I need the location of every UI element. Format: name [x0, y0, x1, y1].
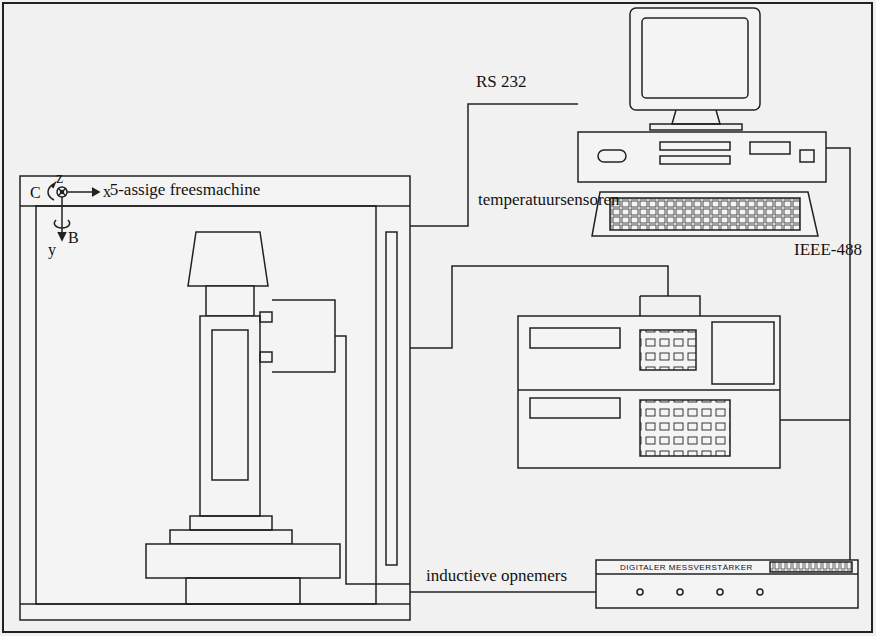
- device-label: DIGITALER MESSVERSTÄRKER: [620, 562, 753, 573]
- axis-label: B: [68, 228, 79, 248]
- wire-label: RS 232: [476, 72, 527, 92]
- wire-label: inductieve opnemers: [426, 566, 567, 586]
- wire-label: IEEE-488: [794, 240, 862, 260]
- axis-label: y: [48, 240, 56, 260]
- axis-label: x: [103, 182, 111, 202]
- wire-label: temperatuursensoren: [478, 190, 620, 210]
- axis-label: z: [56, 168, 63, 188]
- signal-wire: [410, 591, 596, 593]
- axis-label: C: [30, 183, 41, 203]
- amplifier-box: DIGITALER MESSVERSTÄRKER: [596, 560, 858, 608]
- machine-title: 5-assige freesmachine: [110, 180, 261, 200]
